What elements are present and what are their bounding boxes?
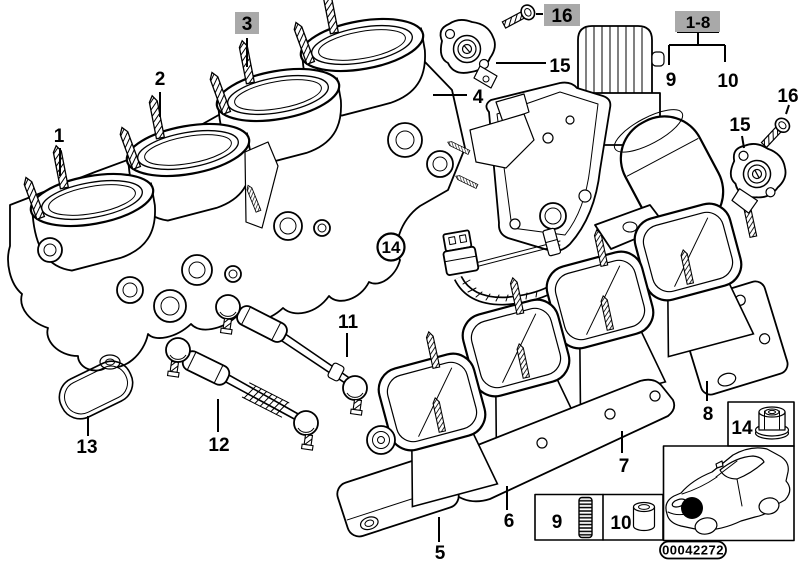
legend-nut-label[interactable]: 14 — [731, 418, 753, 439]
highlight-box-3 — [235, 12, 259, 34]
callout-8[interactable]: 8 — [703, 404, 714, 425]
callout-2[interactable]: 2 — [155, 69, 166, 90]
legend-sleeve-label[interactable]: 10 — [610, 513, 631, 534]
highlight-box-16 — [544, 4, 580, 26]
image-code-badge: 00042272 — [659, 540, 727, 560]
actuator-bracket — [446, 93, 535, 189]
callout-13[interactable]: 13 — [76, 437, 97, 458]
callout-3[interactable]: 3 — [242, 14, 253, 35]
callout-14-circled[interactable]: 14 — [376, 232, 406, 262]
spacer-sleeve-icon — [632, 501, 656, 532]
rod-spring — [241, 382, 290, 418]
svg-text:14: 14 — [382, 238, 401, 257]
callout-15-right[interactable]: 15 — [729, 115, 751, 136]
callout-10[interactable]: 10 — [717, 71, 738, 92]
throttle-cable-drum — [366, 425, 396, 455]
actuator-assembly — [446, 25, 725, 273]
leader-lines — [59, 13, 790, 542]
callout-15-top[interactable]: 15 — [549, 56, 571, 77]
upper-bank-ports — [37, 122, 454, 370]
lower-runner-bank — [336, 197, 789, 538]
upper-throttle-bank — [7, 0, 466, 372]
car-location-thumbnail — [662, 445, 795, 542]
callout-6[interactable]: 6 — [504, 511, 515, 532]
legend-nut-box: 14 — [727, 401, 795, 447]
threaded-stud-icon — [578, 496, 593, 539]
harness-connector — [442, 229, 553, 306]
callout-1[interactable]: 1 — [54, 126, 65, 147]
highlight-box-1-8 — [675, 11, 720, 32]
throttle-position-sensor-top — [439, 19, 498, 89]
part-location-dot — [681, 497, 703, 519]
callout-4[interactable]: 4 — [473, 87, 484, 108]
link-rod-11 — [215, 294, 368, 416]
flange-nut-icon — [754, 406, 790, 440]
throttle-position-sensor-right — [725, 139, 792, 214]
callout-16-right[interactable]: 16 — [777, 86, 798, 107]
callouts: 1 2 3 4 5 6 7 8 11 12 13 15 16 15 16 1-8… — [54, 4, 799, 564]
image-code: 00042272 — [662, 543, 724, 558]
callout-11[interactable]: 11 — [338, 312, 359, 333]
gasket-13 — [58, 360, 134, 420]
callout-7[interactable]: 7 — [619, 456, 630, 477]
car-icon — [665, 447, 791, 535]
callout-16-top[interactable]: 16 — [551, 6, 572, 27]
legend-stud-label[interactable]: 9 — [552, 512, 563, 533]
linkage-bracket — [244, 141, 279, 229]
legend-stud-sleeve-box: 9 10 — [534, 493, 664, 541]
callout-12[interactable]: 12 — [208, 435, 229, 456]
callout-range-1-8[interactable]: 1-8 — [686, 13, 711, 32]
callout-9[interactable]: 9 — [666, 70, 677, 91]
callout-5[interactable]: 5 — [435, 543, 446, 564]
link-rod-12 — [165, 337, 319, 451]
